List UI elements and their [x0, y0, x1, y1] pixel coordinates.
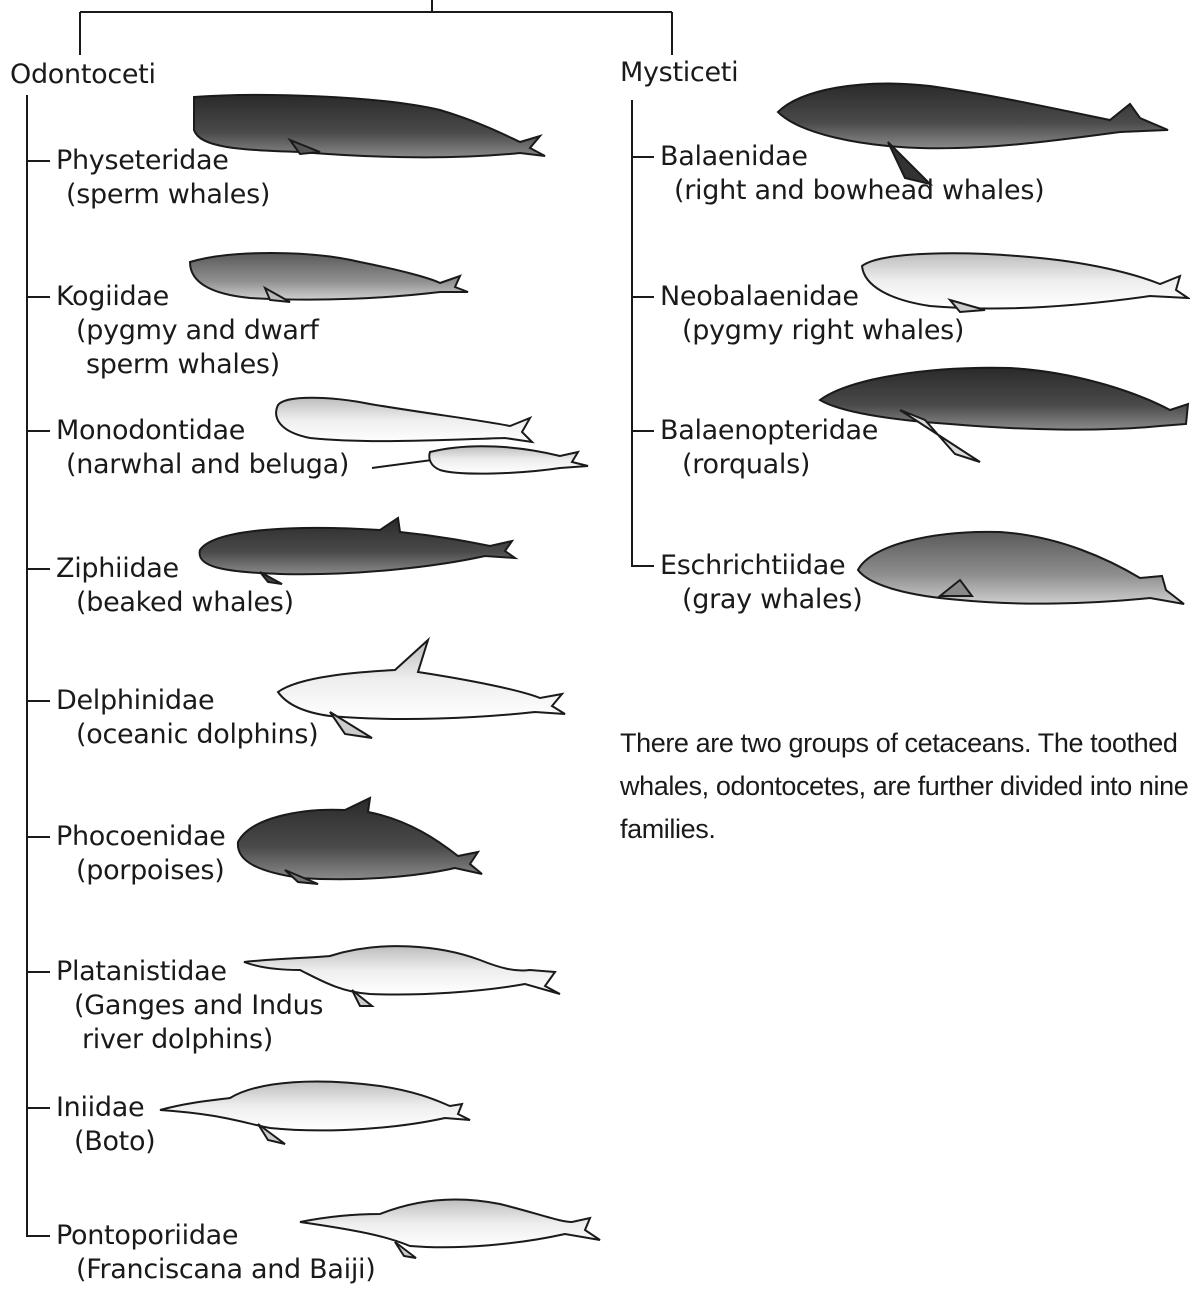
family-name: Pontoporiidae: [56, 1219, 376, 1253]
family-name: Balaenidae: [660, 140, 1044, 174]
odontoceti-trunk: [27, 95, 50, 1236]
mysticeti-branches: [632, 157, 654, 431]
family-neobalaenidae: Neobalaenidae (pygmy right whales): [660, 280, 964, 348]
group-label-mysticeti: Mysticeti: [620, 56, 738, 90]
odontoceti-branches: [27, 161, 50, 1108]
family-physeteridae: Physeteridae (sperm whales): [56, 144, 270, 212]
family-common-name: (sperm whales): [56, 178, 270, 212]
family-common-name: (pygmy and dwarf: [56, 314, 319, 348]
family-common-name: (right and bowhead whales): [660, 174, 1044, 208]
family-common-name: (pygmy right whales): [660, 314, 964, 348]
family-common-name-cont: river dolphins): [56, 1023, 323, 1057]
family-common-name: (beaked whales): [56, 586, 294, 620]
family-name: Platanistidae: [56, 955, 323, 989]
oceanic-dolphin-illustration: [278, 640, 565, 738]
family-platanistidae: Platanistidae (Ganges and Indus river do…: [56, 955, 323, 1057]
family-pontoporiidae: Pontoporiidae (Franciscana and Baiji): [56, 1219, 376, 1287]
family-kogiidae: Kogiidae (pygmy and dwarf sperm whales): [56, 280, 319, 382]
gray-whale-illustration: [858, 532, 1184, 604]
family-common-name: (Boto): [56, 1125, 155, 1159]
family-name: Balaenopteridae: [660, 414, 878, 448]
family-name: Physeteridae: [56, 144, 270, 178]
family-monodontidae: Monodontidae (narwhal and beluga): [56, 414, 349, 482]
family-common-name: (Ganges and Indus: [56, 989, 323, 1023]
family-name: Delphinidae: [56, 684, 318, 718]
porpoise-illustration: [238, 798, 482, 884]
family-common-name: (gray whales): [660, 583, 862, 617]
family-iniidae: Iniidae (Boto): [56, 1091, 155, 1159]
root-connector: [80, 0, 672, 55]
family-name: Monodontidae: [56, 414, 349, 448]
family-phocoenidae: Phocoenidae (porpoises): [56, 820, 226, 888]
mysticeti-trunk: [632, 100, 654, 566]
family-common-name: (porpoises): [56, 854, 226, 888]
family-balaenidae: Balaenidae (right and bowhead whales): [660, 140, 1044, 208]
family-name: Ziphiidae: [56, 552, 294, 586]
family-common-name: (narwhal and beluga): [56, 448, 349, 482]
family-common-name: (Franciscana and Baiji): [56, 1253, 376, 1287]
narwhal-illustration: [372, 446, 588, 473]
caption-text: There are two groups of cetaceans. The t…: [620, 722, 1190, 851]
family-name: Kogiidae: [56, 280, 319, 314]
family-delphinidae: Delphinidae (oceanic dolphins): [56, 684, 318, 752]
family-name: Iniidae: [56, 1091, 155, 1125]
family-name: Neobalaenidae: [660, 280, 964, 314]
family-ziphiidae: Ziphiidae (beaked whales): [56, 552, 294, 620]
family-common-name: (oceanic dolphins): [56, 718, 318, 752]
boto-illustration: [160, 1082, 470, 1144]
family-balaenopteridae: Balaenopteridae (rorquals): [660, 414, 878, 482]
family-name: Phocoenidae: [56, 820, 226, 854]
family-eschrichtiidae: Eschrichtiidae (gray whales): [660, 549, 862, 617]
family-name: Eschrichtiidae: [660, 549, 862, 583]
family-common-name: (rorquals): [660, 448, 878, 482]
group-label-odontoceti: Odontoceti: [10, 58, 156, 92]
family-common-name-cont: sperm whales): [56, 348, 319, 382]
